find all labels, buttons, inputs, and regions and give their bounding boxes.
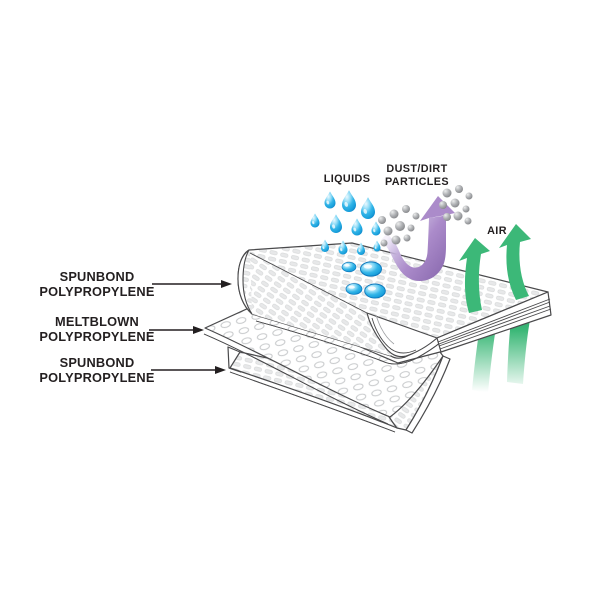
dust-particle-icon [402, 205, 410, 213]
air-flow-band [507, 312, 531, 384]
dust-particle-icon [453, 211, 463, 221]
water-bead-icon [364, 283, 386, 299]
dust-particle-icon [464, 217, 472, 225]
green-up-arrow-icon [499, 224, 531, 300]
label-spunbond-bottom: SPUNBOND POLYPROPYLENE [39, 355, 226, 385]
dust-label-line2: PARTICLES [385, 176, 449, 188]
layer-label-line: MELTBLOWN [55, 314, 139, 329]
layer-label-line: POLYPROPYLENE [39, 329, 154, 344]
top-layer-curl-face [250, 253, 391, 356]
pointer-arrowhead-icon [221, 280, 232, 288]
water-drop-icon [371, 221, 381, 236]
water-drop-icon [330, 214, 342, 233]
dust-particle-icon [439, 201, 447, 209]
dust-particle-icon [465, 192, 473, 200]
dust-label-line1: DUST/DIRT [386, 163, 447, 175]
water-bead-icon [359, 261, 383, 277]
water-drop-icon [338, 240, 348, 255]
layer-label-line: SPUNBOND [60, 355, 135, 370]
dust-particle-icon [407, 224, 415, 232]
green-up-arrow-icon [459, 238, 490, 313]
water-bead-icon [345, 283, 363, 295]
dust-particle-icon [389, 209, 399, 219]
layer-label-line: POLYPROPYLENE [39, 370, 154, 385]
dust-particle-icon [450, 198, 460, 208]
water-drop-icon [373, 240, 381, 252]
dust-particle-icon [395, 221, 405, 231]
air-arrows [459, 224, 531, 313]
dust-particle-icon [455, 185, 463, 193]
layer-label-line: SPUNBOND [60, 269, 135, 284]
dust-particle-icon [391, 235, 401, 245]
dust-particle-icon [442, 188, 452, 198]
top-spunbond-layer [237, 242, 552, 365]
dust-particle-icon [380, 239, 388, 247]
curl-valley-inner-line2 [375, 314, 395, 345]
label-meltblown: MELTBLOWN POLYPROPYLENE [39, 314, 204, 344]
air-label: AIR [487, 225, 507, 237]
stack-cross-section [436, 291, 552, 353]
pointer-arrowhead-icon [215, 366, 226, 374]
curl-valley-inner-line [371, 317, 417, 354]
dust-particles [378, 185, 473, 247]
dust-particle-icon [462, 205, 470, 213]
top-layer-end-cap [237, 249, 253, 315]
dust-particle-icon [412, 212, 420, 220]
dust-particle-icon [403, 234, 411, 242]
water-drop-icon [342, 190, 356, 212]
dust-particle-icon [383, 226, 393, 236]
water-drop-icon [324, 191, 336, 209]
curl-fold-line [249, 252, 368, 314]
water-drop-icon [351, 218, 363, 236]
liquids-label: LIQUIDS [324, 173, 371, 185]
curl-valley [366, 312, 438, 358]
purple-arrow-ribbon [381, 215, 446, 282]
water-bead-icon [341, 261, 357, 273]
bottom-layer-droop-edge [405, 355, 451, 434]
water-drop-icon [361, 197, 375, 219]
pointer-arrowhead-icon [193, 326, 204, 334]
water-drop-icon [310, 213, 320, 228]
dust-particle-icon [443, 213, 451, 221]
dust-particle-icon [378, 216, 386, 224]
layer-label-line: POLYPROPYLENE [39, 284, 154, 299]
label-spunbond-top: SPUNBOND POLYPROPYLENE [39, 269, 232, 299]
water-drop-icon [321, 239, 329, 252]
